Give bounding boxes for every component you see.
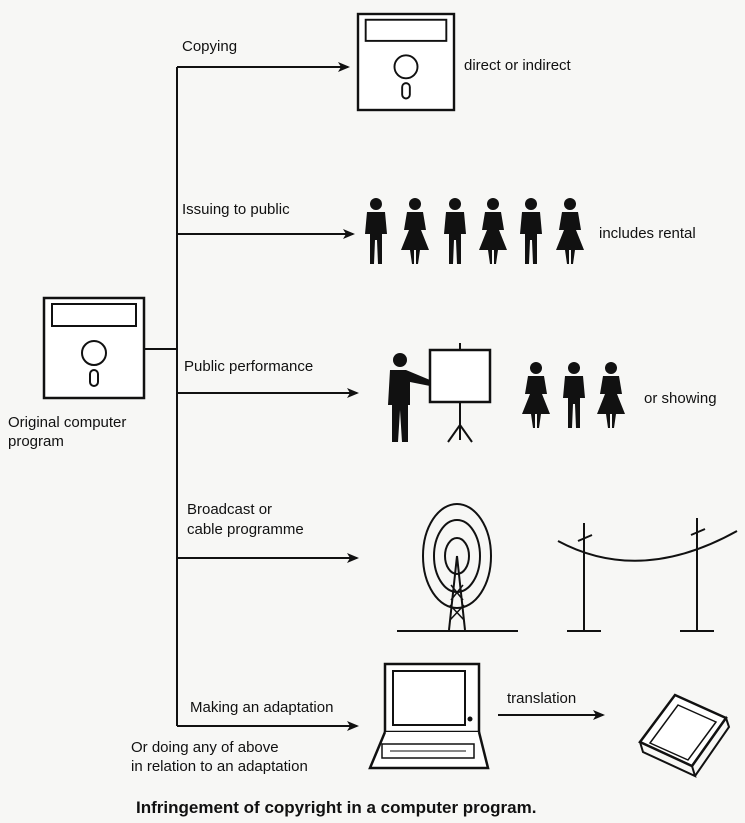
- original-program-label-line1: Original computer: [8, 414, 126, 431]
- broadcast-tower-icon: [397, 503, 518, 632]
- translation-label: translation: [507, 690, 576, 707]
- public-performance-label: Public performance: [184, 358, 313, 375]
- microchip-icon: [638, 693, 731, 778]
- direct-or-indirect-note: direct or indirect: [464, 57, 572, 74]
- audience-icon: [522, 362, 625, 428]
- computer-terminal-icon: [368, 662, 490, 770]
- broadcast-label-line2: cable programme: [187, 521, 304, 538]
- copying-label: Copying: [182, 38, 237, 55]
- making-adaptation-label: Making an adaptation: [190, 699, 333, 716]
- adaptation-note-line2: in relation to an adaptation: [131, 758, 308, 775]
- issuing-to-public-label: Issuing to public: [182, 201, 290, 218]
- connector-lines: [144, 62, 605, 731]
- copy-floppy-disk-icon: [356, 12, 456, 112]
- figure-caption: Infringement of copyright in a computer …: [136, 798, 536, 817]
- or-showing-note: or showing: [644, 390, 717, 407]
- broadcast-label-line1: Broadcast or: [187, 501, 272, 518]
- public-people-icon: [365, 198, 584, 264]
- cable-poles-icon: [557, 518, 738, 632]
- adaptation-note-line1: Or doing any of above: [131, 739, 279, 756]
- presenter-icon: [388, 353, 430, 442]
- original-program-label-line2: program: [8, 433, 64, 450]
- original-floppy-disk-icon: [42, 296, 146, 400]
- includes-rental-note: includes rental: [599, 225, 696, 242]
- presentation-board-icon: [428, 343, 492, 443]
